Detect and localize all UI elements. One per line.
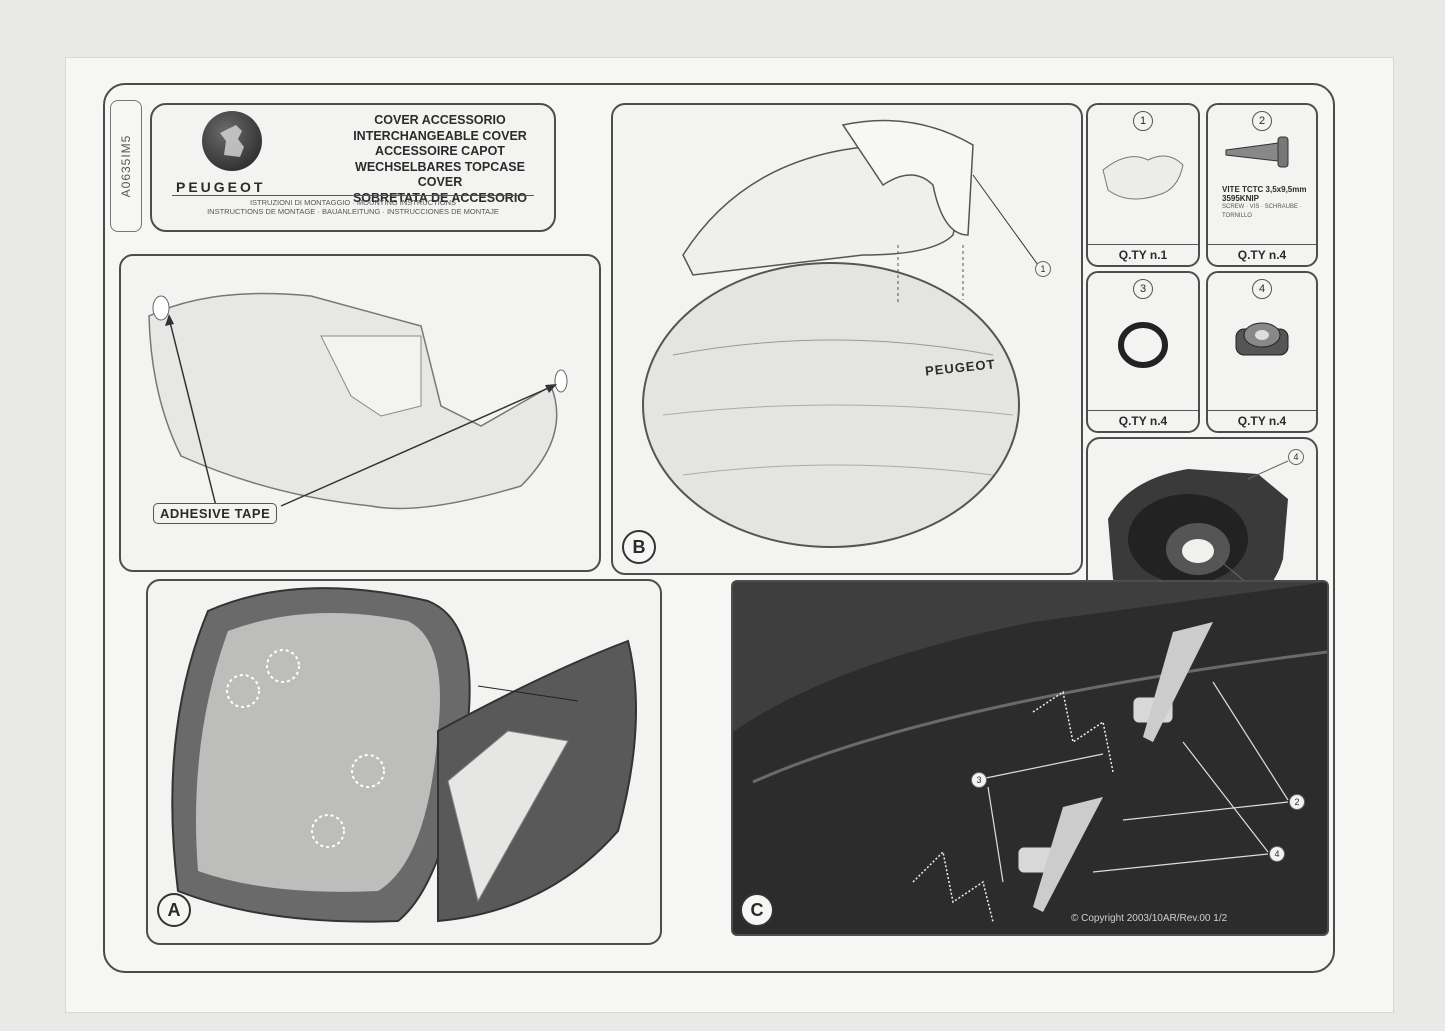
mounting-instructions-subtitle: ISTRUZIONI DI MONTAGGIO · MOUNTING INSTR…: [172, 195, 534, 216]
callout-1: 1: [1035, 261, 1051, 277]
part-2-screw: 2 VITE TCTC 3,5x9,5mm 3595KNIP SCREW · V…: [1206, 103, 1318, 267]
bushing-icon: [1235, 322, 1289, 356]
copyright-notice: © Copyright 2003/10AR/Rev.00 1/2: [1071, 913, 1228, 924]
callout-3-c: 3: [971, 772, 987, 788]
topcase-drawing: [642, 119, 1039, 548]
panel-b-topcase: PEUGEOT 1: [611, 103, 1083, 575]
fastening-drawing: [733, 582, 1327, 934]
outer-frame: [103, 83, 1335, 973]
o-ring-icon: [1118, 322, 1168, 368]
screw-spec: VITE TCTC 3,5x9,5mm: [1222, 185, 1307, 194]
panel-letter-a: A: [157, 893, 191, 927]
part-3-o-ring: 3 Q.TY n.4: [1086, 271, 1200, 433]
panel-letter-c: C: [740, 893, 774, 927]
screw-translations: SCREW · VIS · SCHRAUBE · TORNILLO: [1222, 204, 1302, 219]
callout-4: 4: [1288, 449, 1304, 465]
title-list: COVER ACCESSORIO INTERCHANGEABLE COVER A…: [340, 113, 540, 206]
part-4-bushing: 4 Q.TY n.4: [1206, 271, 1318, 433]
adhesive-tape-panel: [119, 254, 601, 572]
title-de: WECHSELBARES TOPCASE COVER: [355, 159, 525, 190]
part-1-cover: 1 Q.TY n.1: [1086, 103, 1200, 267]
interior-drawing: [171, 587, 637, 923]
screw-code: 3595KNIP: [1222, 194, 1259, 203]
document-code: A0635IM5: [110, 100, 142, 232]
title-es: SOBRETATA DE ACCESORIO: [352, 190, 528, 205]
peugeot-lion-logo: [202, 111, 262, 171]
callout-4-c: 4: [1269, 846, 1285, 862]
title-panel: PEUGEOT COVER ACCESSORIO INTERCHANGEABLE…: [150, 103, 556, 232]
title-en: INTERCHANGEABLE COVER: [353, 128, 527, 143]
panel-c-fastening-detail: 3 2 4: [731, 580, 1329, 936]
panel-letter-b: B: [622, 530, 656, 564]
title-fr: ACCESSOIRE CAPOT: [375, 144, 505, 158]
panel-a-topcase-interior: [146, 579, 662, 945]
adhesive-tape-label: ADHESIVE TAPE: [153, 503, 278, 524]
cover-drawing: [148, 292, 568, 510]
cover-part-icon: [1102, 155, 1184, 200]
brand-name: PEUGEOT: [176, 179, 266, 195]
callout-2-c: 2: [1289, 794, 1305, 810]
title-it: COVER ACCESSORIO: [374, 113, 506, 127]
screw-icon: [1225, 136, 1289, 168]
